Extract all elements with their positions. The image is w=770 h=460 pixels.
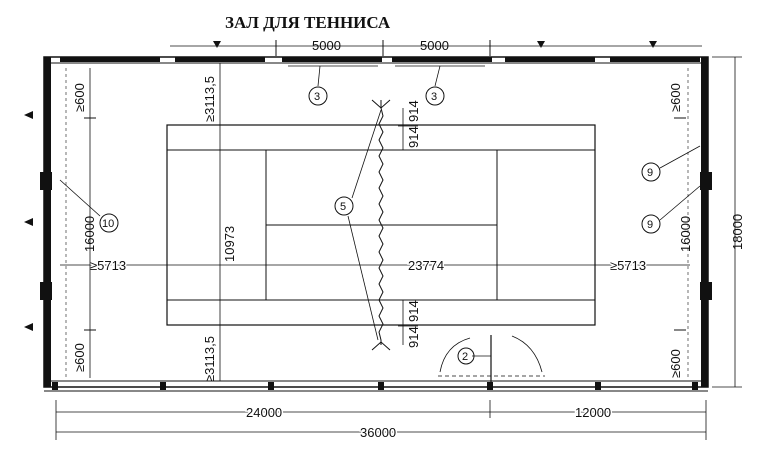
dim-right-lower: ≥600: [668, 349, 683, 378]
svg-text:3: 3: [431, 91, 437, 103]
entrance-door: 2: [438, 335, 545, 382]
svg-text:9: 9: [647, 167, 653, 179]
dim-right-upper: ≥600: [668, 83, 683, 112]
dim-left-inner: 16000: [82, 216, 97, 252]
left-wall: [44, 57, 51, 387]
light-fixtures: [288, 65, 485, 87]
callout-3a: 3: [308, 86, 328, 106]
dim-side-clear-top: ≥3113,5: [202, 76, 217, 122]
svg-text:10: 10: [102, 218, 114, 230]
dim-top-left: 5000: [312, 38, 341, 53]
svg-text:9: 9: [647, 219, 653, 231]
hall-width-dim: 18000: [712, 56, 745, 388]
hall-walls: [40, 56, 712, 392]
dim-net-bottom-a: 914: [406, 300, 421, 322]
svg-text:5: 5: [340, 201, 346, 213]
top-wall-segments: [60, 57, 700, 62]
dim-end-clear-left: ≥5713: [90, 258, 126, 273]
dim-bottom-right: 12000: [575, 405, 611, 420]
top-dimension-chain: 5000 5000: [170, 38, 702, 56]
dim-hall-length: 36000: [360, 425, 396, 440]
plan-title: ЗАЛ ДЛЯ ТЕННИСА: [225, 13, 391, 32]
dim-net-top-b: 914: [406, 126, 421, 148]
dim-top-right: 5000: [420, 38, 449, 53]
bottom-columns: [52, 382, 698, 390]
dim-right-inner: 16000: [678, 216, 693, 252]
tennis-court: [166, 124, 596, 326]
wall-marks: [24, 41, 657, 331]
right-wall: [701, 57, 708, 387]
callout-9a: 9: [641, 145, 701, 182]
callout-9b: 9: [641, 185, 701, 234]
dim-left-upper: ≥600: [72, 83, 87, 112]
court-width-dims: ≥3113,5 10973 ≥3113,5: [202, 63, 237, 382]
callout-2: 2: [462, 351, 468, 363]
left-inner-dims: ≥600 16000 ≥600: [65, 68, 97, 378]
bottom-dimension-chains: 24000 12000 36000: [55, 400, 707, 442]
tennis-net: [371, 99, 391, 351]
dim-court-width: 10973: [222, 226, 237, 262]
dim-end-clear-right: ≥5713: [610, 258, 646, 273]
court-length-dims: ≥5713 23774 ≥5713: [60, 257, 690, 275]
dim-court-length: 23774: [408, 258, 444, 273]
callout-3b: 3: [425, 86, 445, 106]
dim-hall-width: 18000: [730, 214, 745, 250]
dim-left-lower: ≥600: [72, 343, 87, 372]
dim-side-clear-bottom: ≥3113,5: [202, 336, 217, 382]
callout-10: 10: [59, 179, 119, 233]
svg-text:3: 3: [314, 91, 320, 103]
dim-net-bottom-b: 914: [406, 326, 421, 348]
dim-bottom-left: 24000: [246, 405, 282, 420]
net-post-offsets: 914 914 914 914: [398, 100, 421, 348]
callout-5: 5: [334, 109, 382, 341]
right-inner-dims: ≥600 16000 ≥600: [668, 68, 693, 378]
dim-net-top-a: 914: [406, 100, 421, 122]
